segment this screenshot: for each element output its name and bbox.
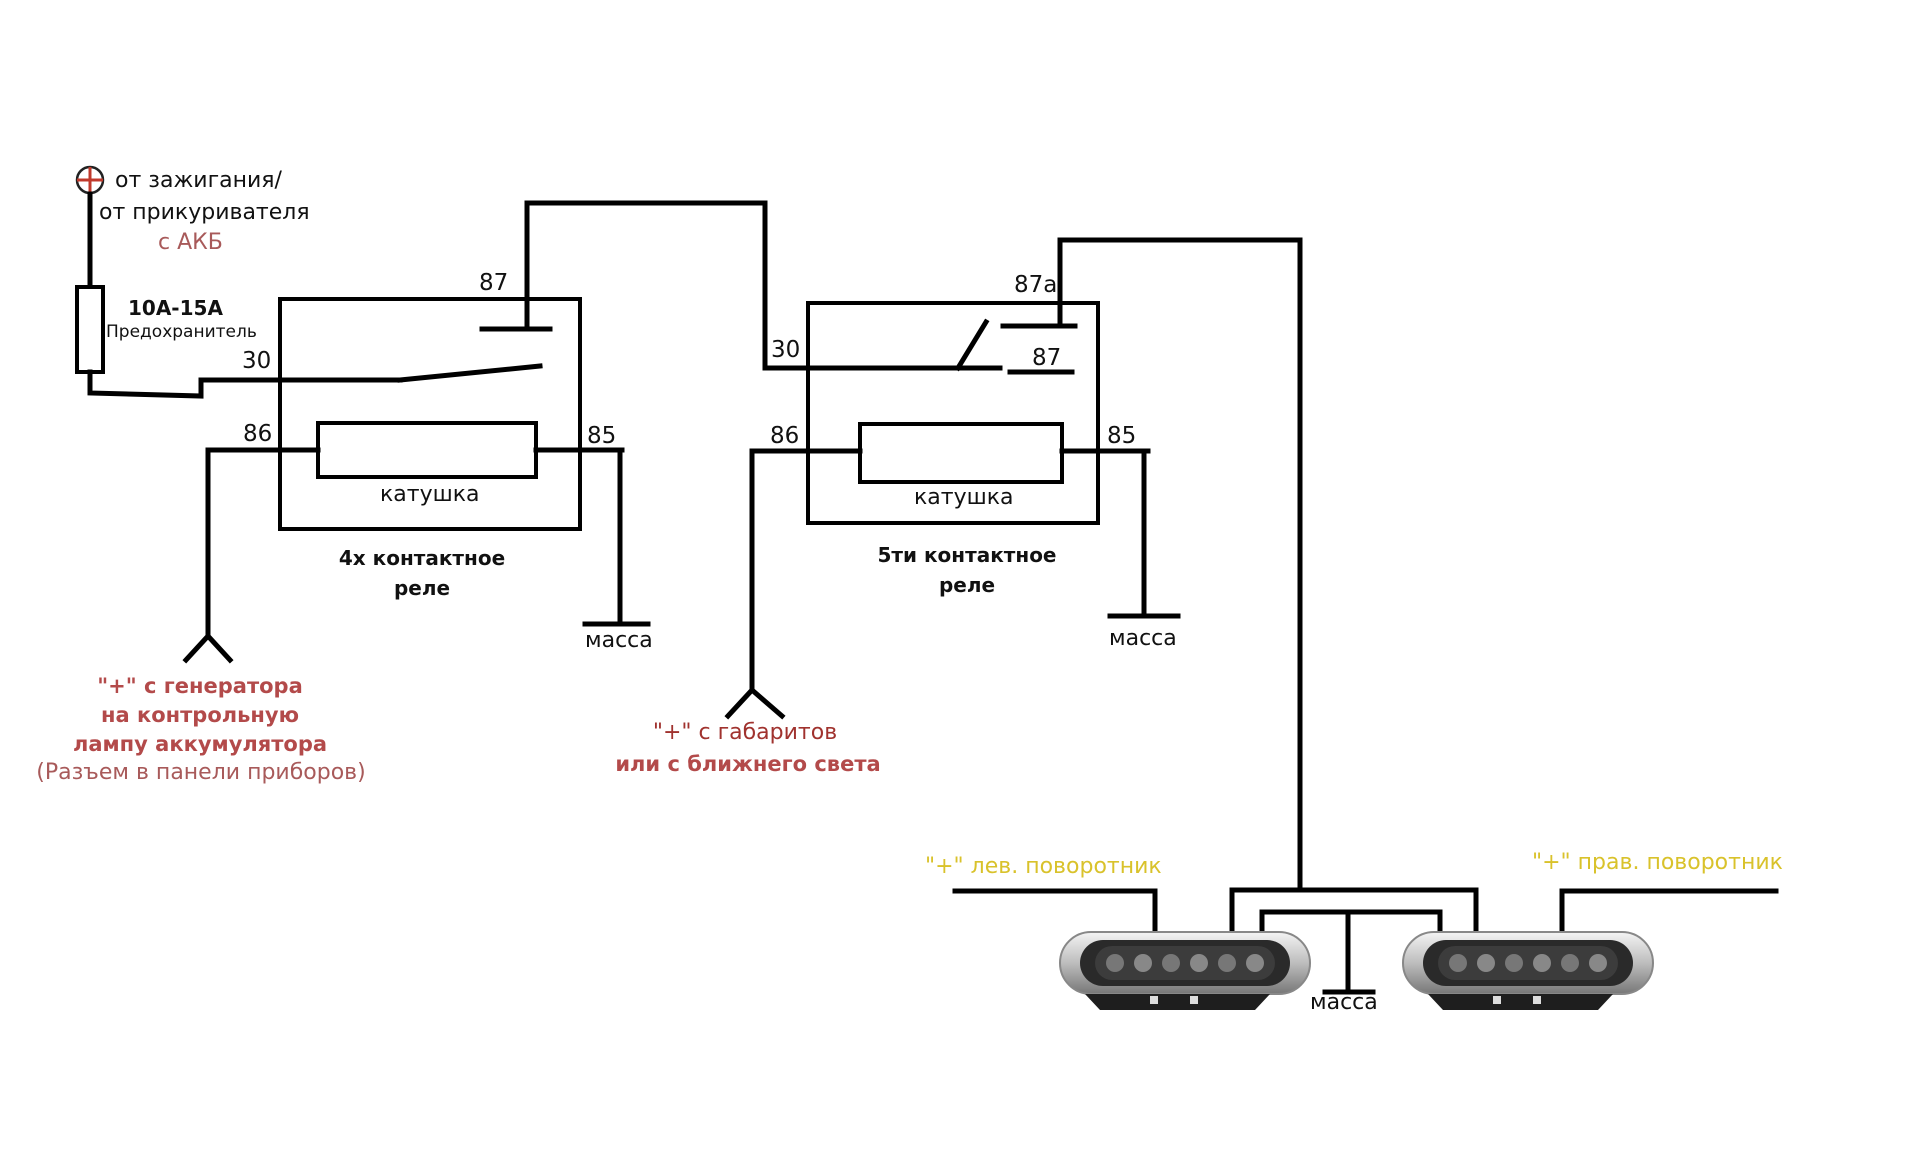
generator-input-label-4: (Разъем в панели приборов)	[36, 760, 366, 785]
wire-left-turn	[952, 888, 1158, 938]
marker-input-label-1: "+" с габаритов	[652, 720, 838, 745]
left-turn-label: "+" лев. поворотник	[925, 854, 1162, 879]
relay5-pin-87: 87	[1032, 345, 1062, 371]
relay4-pin-85: 85	[587, 423, 617, 449]
relay4-coil	[316, 421, 538, 479]
wire-lamps-ground	[1259, 909, 1443, 938]
wire-right-turn	[1559, 888, 1779, 938]
relay5-pin-30: 30	[771, 337, 801, 363]
relay5-pin-85: 85	[1107, 423, 1137, 449]
wire-lamps-plus	[1229, 887, 1479, 938]
relay5-name-1: 5ти контактное	[877, 543, 1057, 567]
relay5-pin-86: 86	[770, 423, 800, 449]
relay4-ground-label: масса	[585, 628, 653, 653]
wire-87a-to-lamps	[1057, 237, 1303, 891]
wire-fuse-to-pin30	[87, 369, 403, 399]
marker-input-label-2: или с ближнего света	[615, 752, 881, 776]
relay5-pin-87a: 87a	[1014, 272, 1058, 298]
relay4-switch-contact	[397, 363, 543, 383]
lamps-ground-label: масса	[1310, 990, 1378, 1015]
relay4-body	[278, 297, 582, 531]
right-turn-label: "+" прав. поворотник	[1532, 850, 1783, 875]
fuse-icon	[75, 285, 105, 374]
wire-87-to-relay5-30	[524, 200, 1003, 371]
generator-input-label-3: лампу аккумулятора	[72, 732, 328, 756]
relay4-pin-30: 30	[242, 348, 272, 374]
generator-input-label-1: "+" с генератора	[97, 674, 303, 698]
relay5-switch-contact	[954, 318, 990, 372]
connector-generator-icon	[182, 632, 234, 664]
relay5-coil-label: катушка	[914, 485, 1014, 510]
right-drl-lamp-icon	[1402, 931, 1654, 1010]
generator-input-label-2: на контрольную	[100, 703, 300, 727]
power-source-label-1: от зажигания/	[115, 168, 282, 193]
relay4-name-2: реле	[393, 576, 451, 600]
relay4-name-1: 4х контактное	[338, 546, 506, 570]
fuse-label: Предохранитель	[106, 322, 257, 342]
relay5-name-2: реле	[938, 573, 996, 597]
power-source-label-2: от прикуривателя	[99, 200, 310, 225]
relay4-coil-label: катушка	[380, 482, 480, 507]
power-source-label-3: с АКБ	[158, 230, 223, 255]
relay4-pin-86: 86	[243, 421, 273, 447]
relay5-body	[806, 301, 1100, 525]
relay5-coil	[858, 422, 1064, 484]
fuse-rating: 10А-15А	[128, 296, 223, 320]
relay5-ground-label: масса	[1109, 626, 1177, 651]
connector-marker-icon	[724, 686, 786, 720]
plus-terminal-icon	[75, 165, 105, 195]
relay4-pin-87: 87	[479, 270, 509, 296]
left-drl-lamp-icon	[1059, 931, 1311, 1010]
